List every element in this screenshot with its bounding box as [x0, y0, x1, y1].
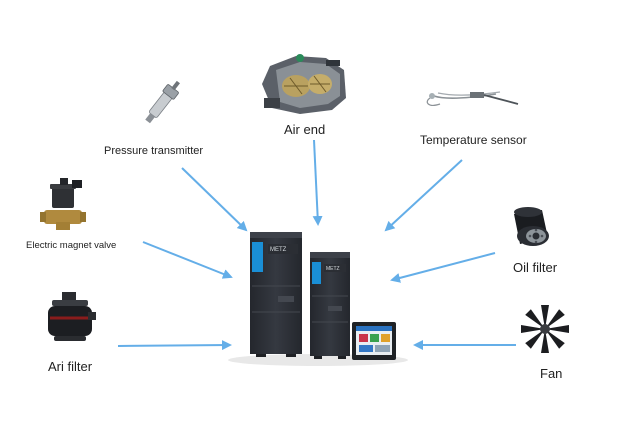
- electric-magnet-valve-icon: [40, 178, 86, 230]
- label-electric-magnet-valve: Electric magnet valve: [26, 240, 117, 251]
- inverter-brand-label: METZ: [270, 247, 287, 253]
- arrow-oil-filter: [390, 252, 496, 283]
- air-end-icon: [262, 54, 346, 114]
- temperature-sensor-icon: [426, 91, 519, 106]
- inverter-brand-label-small: METZ: [326, 266, 340, 272]
- arrow-electric-magnet-valve: [142, 241, 233, 279]
- label-air-end: Air end: [284, 122, 326, 137]
- label-ari-filter: Ari filter: [48, 359, 93, 374]
- pressure-transmitter-icon: [145, 80, 180, 124]
- touch-screen-hmi-icon: [352, 322, 396, 360]
- arrow-ari-filter: [117, 340, 232, 351]
- label-pressure-transmitter: Pressure transmitter: [104, 145, 204, 157]
- inverter-cabinets-icon: [228, 232, 408, 366]
- label-oil-filter: Oil filter: [513, 260, 558, 275]
- ari-filter-icon: [48, 292, 96, 341]
- label-temperature-sensor: Temperature sensor: [420, 133, 527, 147]
- label-fan: Fan: [540, 366, 563, 381]
- arrow-pressure-transmitter: [181, 167, 248, 232]
- fan-icon: [521, 305, 569, 353]
- cabinet-accent-strip: [252, 242, 263, 272]
- arrows: [117, 139, 516, 351]
- oil-filter-icon: [514, 207, 549, 246]
- arrow-temperature-sensor: [384, 159, 463, 232]
- arrow-air-end: [312, 139, 323, 226]
